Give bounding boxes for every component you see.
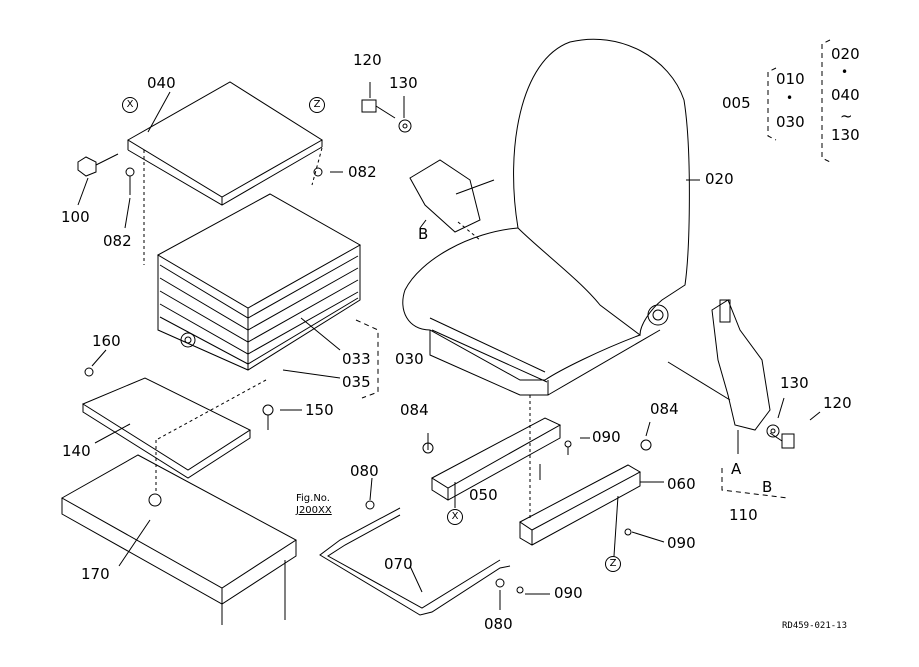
part-label-140: 140 <box>62 442 91 460</box>
part-label-110: 110 <box>729 506 758 524</box>
part-label-120b: 120 <box>823 394 852 412</box>
letter-b-buckle: B <box>418 225 429 243</box>
circle-marker-z-bottom: Z <box>605 556 621 572</box>
circle-marker-z-top: Z <box>309 97 325 113</box>
circle-marker-x-bottom: X <box>447 509 463 525</box>
part-label-130b: 130 <box>780 374 809 392</box>
slide-rail-left <box>432 418 560 500</box>
letter-b: B <box>762 478 773 496</box>
part-label-080: 080 <box>350 462 379 480</box>
part-label-030b: 030 <box>776 113 805 131</box>
suspension-block <box>158 194 360 370</box>
part-label-033: 033 <box>342 350 371 368</box>
part-label-020: 020 <box>705 170 734 188</box>
figure-reference-label: Fig.No. <box>296 493 330 504</box>
part-label-090c: 090 <box>554 584 583 602</box>
part-label-150: 150 <box>305 401 334 419</box>
seat-cover-plate <box>128 82 322 205</box>
part-label-020b: 020 <box>831 45 860 63</box>
part-label-170: 170 <box>81 565 110 583</box>
hardware-bolts <box>78 100 794 593</box>
part-label-040b: 040 <box>831 86 860 104</box>
part-label-090b: 090 <box>667 534 696 552</box>
guide-lines <box>144 148 530 520</box>
part-label-130c: 130 <box>831 126 860 144</box>
dot-marker-005: • <box>786 91 794 105</box>
letter-a: A <box>731 460 742 478</box>
mounting-plate <box>83 378 250 478</box>
seatbelt-retractor <box>712 300 770 430</box>
part-label-005: 005 <box>722 94 751 112</box>
part-label-120: 120 <box>353 51 382 69</box>
part-label-082: 082 <box>348 163 377 181</box>
part-label-160: 160 <box>92 332 121 350</box>
seat-base-frame <box>62 455 296 625</box>
slide-lever <box>320 508 510 615</box>
leader-lines <box>78 82 820 610</box>
part-label-070: 070 <box>384 555 413 573</box>
part-label-082b: 082 <box>103 232 132 250</box>
drawing-code: RD459-021-13 <box>782 621 848 631</box>
bracket-110 <box>722 468 788 498</box>
part-label-060: 060 <box>667 475 696 493</box>
part-label-050: 050 <box>469 486 498 504</box>
figure-reference-code: J200XX <box>296 505 332 516</box>
figure-reference: Fig.No. J200XX <box>296 493 332 517</box>
part-label-084b: 084 <box>650 400 679 418</box>
tilde-marker: ~ <box>840 107 853 125</box>
part-label-040: 040 <box>147 74 176 92</box>
operator-seat <box>403 39 690 395</box>
bracket-005 <box>768 40 830 162</box>
part-label-130: 130 <box>389 74 418 92</box>
slide-rail-right <box>520 465 640 545</box>
part-label-035: 035 <box>342 373 371 391</box>
bracket-030 <box>356 320 378 398</box>
circle-marker-x-top: X <box>122 97 138 113</box>
dot-marker-020: • <box>841 65 849 79</box>
part-label-030: 030 <box>395 350 424 368</box>
part-label-084: 084 <box>400 401 429 419</box>
part-label-080b: 080 <box>484 615 513 633</box>
seatbelt-buckle <box>410 160 494 232</box>
part-label-010: 010 <box>776 70 805 88</box>
part-label-100: 100 <box>61 208 90 226</box>
part-label-090: 090 <box>592 428 621 446</box>
